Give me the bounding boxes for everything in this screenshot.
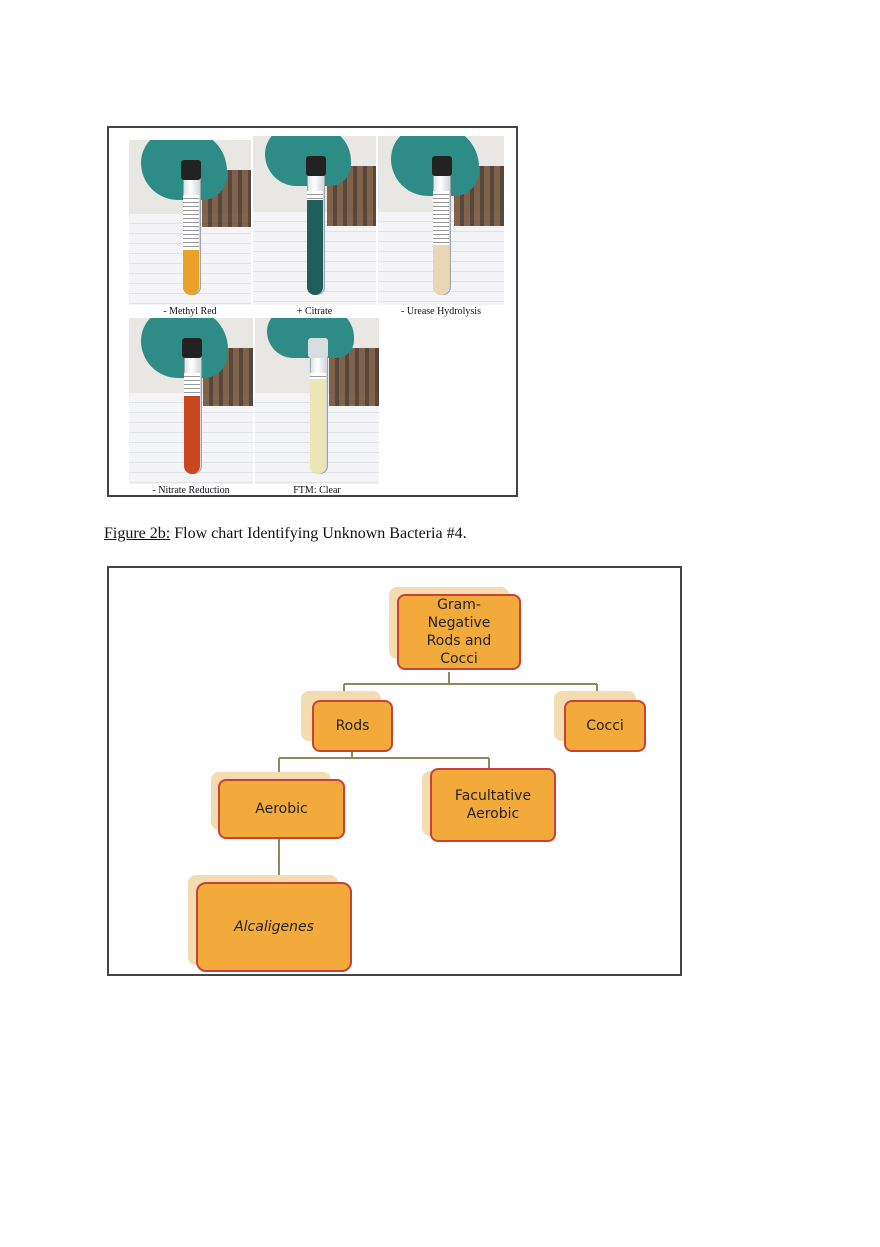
figure-caption-text: Flow chart Identifying Unknown Bacteria … xyxy=(170,525,467,542)
caption-urease: - Urease Hydrolysis xyxy=(401,306,481,317)
flowchart-figure: Gram- Negative Rods and Cocci Rods Cocci… xyxy=(107,566,682,976)
test-photos-figure: - Methyl Red + Citrate - Urease Hydrolys… xyxy=(107,126,518,497)
figure-2b-title: Figure 2b: Flow chart Identifying Unknow… xyxy=(104,525,467,543)
methyl-red-photo xyxy=(129,140,251,305)
caption-nitrate: - Nitrate Reduction xyxy=(152,485,230,496)
caption-ftm: FTM: Clear xyxy=(293,485,341,496)
node-aerobic: Aerobic xyxy=(218,779,345,839)
urease-photo xyxy=(378,136,504,305)
node-rods: Rods xyxy=(312,700,393,752)
figure-number: Figure 2b: xyxy=(104,525,171,542)
ftm-photo xyxy=(255,318,379,484)
caption-methyl-red: - Methyl Red xyxy=(163,306,217,317)
node-cocci: Cocci xyxy=(564,700,646,752)
node-alcaligenes: Alcaligenes xyxy=(196,882,352,972)
caption-citrate: + Citrate xyxy=(296,306,333,317)
node-gram-negative: Gram- Negative Rods and Cocci xyxy=(397,594,521,670)
nitrate-photo xyxy=(129,318,253,484)
citrate-photo xyxy=(253,136,376,305)
node-facultative-aerobic: Facultative Aerobic xyxy=(430,768,556,842)
